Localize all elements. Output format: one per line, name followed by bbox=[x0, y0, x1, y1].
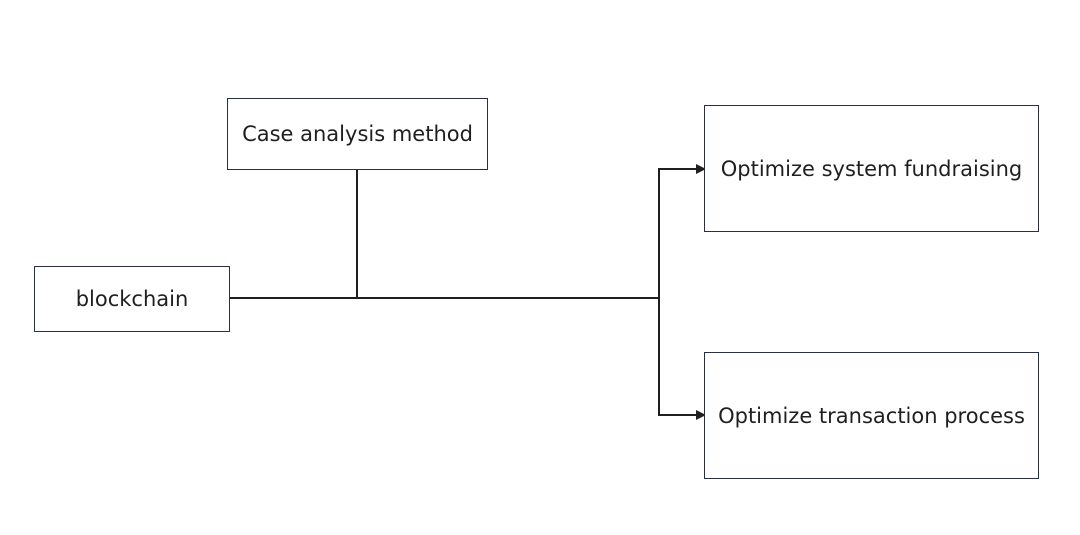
case-analysis-method-node: Case analysis method bbox=[227, 98, 488, 170]
blockchain-node: blockchain bbox=[34, 266, 230, 332]
optimize-fundraising-node: Optimize system fundraising bbox=[704, 105, 1039, 232]
case-analysis-method-label: Case analysis method bbox=[242, 122, 473, 146]
optimize-transaction-node: Optimize transaction process bbox=[704, 352, 1039, 479]
optimize-transaction-label: Optimize transaction process bbox=[718, 403, 1025, 428]
blockchain-label: blockchain bbox=[75, 287, 189, 311]
optimize-fundraising-label: Optimize system fundraising bbox=[720, 156, 1023, 181]
